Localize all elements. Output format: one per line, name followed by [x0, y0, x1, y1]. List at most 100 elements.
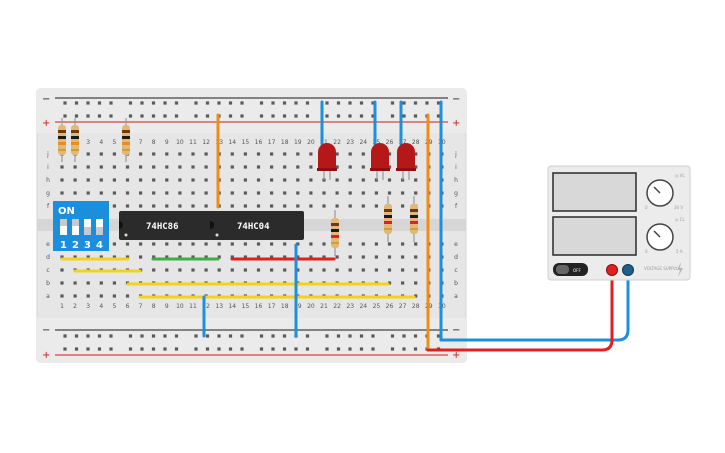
- breadboard-hole[interactable]: [217, 242, 221, 246]
- breadboard-hole[interactable]: [335, 165, 339, 169]
- led-red[interactable]: [317, 143, 337, 180]
- breadboard-hole[interactable]: [371, 334, 375, 338]
- breadboard-hole[interactable]: [413, 101, 418, 105]
- breadboard-hole[interactable]: [309, 152, 313, 156]
- breadboard-hole[interactable]: [86, 294, 90, 298]
- breadboard-hole[interactable]: [204, 165, 208, 169]
- breadboard-hole[interactable]: [296, 165, 300, 169]
- breadboard-hole[interactable]: [60, 268, 64, 272]
- breadboard-hole[interactable]: [99, 165, 103, 169]
- breadboard-hole[interactable]: [374, 255, 378, 259]
- breadboard-hole[interactable]: [165, 242, 169, 246]
- breadboard-hole[interactable]: [140, 114, 144, 118]
- led-red[interactable]: [370, 143, 390, 180]
- lead-positive[interactable]: [426, 270, 614, 352]
- breadboard-hole[interactable]: [387, 152, 392, 156]
- breadboard-hole[interactable]: [228, 114, 233, 118]
- breadboard-hole[interactable]: [205, 114, 210, 118]
- breadboard-hole[interactable]: [243, 165, 247, 169]
- breadboard-hole[interactable]: [374, 268, 378, 272]
- breadboard-hole[interactable]: [217, 268, 221, 272]
- breadboard-hole[interactable]: [139, 255, 143, 259]
- lead-negative[interactable]: [439, 270, 630, 342]
- breadboard-hole[interactable]: [165, 152, 169, 156]
- breadboard-hole[interactable]: [86, 191, 90, 195]
- breadboard-hole[interactable]: [165, 191, 169, 195]
- dip-toggle-1[interactable]: [60, 219, 67, 235]
- breadboard-hole[interactable]: [165, 255, 169, 259]
- breadboard-hole[interactable]: [112, 165, 116, 169]
- breadboard-hole[interactable]: [163, 347, 167, 351]
- breadboard-hole[interactable]: [174, 101, 179, 105]
- breadboard-hole[interactable]: [178, 204, 182, 208]
- breadboard-hole[interactable]: [178, 152, 182, 156]
- breadboard-hole[interactable]: [283, 165, 287, 169]
- breadboard-hole[interactable]: [414, 242, 418, 246]
- breadboard-hole[interactable]: [152, 152, 156, 156]
- breadboard-hole[interactable]: [191, 242, 195, 246]
- breadboard-hole[interactable]: [335, 255, 339, 259]
- breadboard-hole[interactable]: [390, 101, 395, 105]
- breadboard-hole[interactable]: [178, 178, 182, 182]
- breadboard-hole[interactable]: [152, 178, 156, 182]
- breadboard-hole[interactable]: [361, 242, 365, 246]
- breadboard-hole[interactable]: [109, 101, 113, 105]
- breadboard-hole[interactable]: [390, 347, 395, 351]
- power-switch[interactable]: OFF: [553, 263, 588, 276]
- breadboard-hole[interactable]: [74, 334, 79, 338]
- breadboard-hole[interactable]: [335, 152, 339, 156]
- breadboard-hole[interactable]: [139, 242, 143, 246]
- breadboard-hole[interactable]: [152, 268, 156, 272]
- breadboard-hole[interactable]: [414, 178, 418, 182]
- breadboard-hole[interactable]: [97, 347, 102, 351]
- breadboard-hole[interactable]: [283, 191, 287, 195]
- breadboard-hole[interactable]: [283, 178, 287, 182]
- breadboard-hole[interactable]: [270, 178, 274, 182]
- breadboard-hole[interactable]: [194, 114, 198, 118]
- breadboard-hole[interactable]: [240, 334, 244, 338]
- breadboard-hole[interactable]: [204, 268, 208, 272]
- breadboard-hole[interactable]: [436, 334, 441, 338]
- breadboard-hole[interactable]: [256, 204, 261, 208]
- breadboard-hole[interactable]: [271, 347, 275, 351]
- breadboard-hole[interactable]: [204, 204, 208, 208]
- breadboard-hole[interactable]: [374, 242, 378, 246]
- breadboard-hole[interactable]: [296, 152, 300, 156]
- breadboard-hole[interactable]: [140, 334, 144, 338]
- breadboard-hole[interactable]: [194, 101, 198, 105]
- breadboard-hole[interactable]: [152, 204, 156, 208]
- breadboard-hole[interactable]: [401, 268, 405, 272]
- breadboard-hole[interactable]: [348, 347, 352, 351]
- breadboard-hole[interactable]: [283, 255, 287, 259]
- breadboard-hole[interactable]: [256, 255, 261, 259]
- breadboard-hole[interactable]: [325, 114, 329, 118]
- breadboard-hole[interactable]: [191, 204, 195, 208]
- breadboard-hole[interactable]: [204, 255, 208, 259]
- breadboard-hole[interactable]: [139, 204, 143, 208]
- breadboard-hole[interactable]: [359, 114, 364, 118]
- breadboard-hole[interactable]: [205, 334, 210, 338]
- breadboard-hole[interactable]: [99, 152, 103, 156]
- breadboard-hole[interactable]: [348, 178, 352, 182]
- breadboard-hole[interactable]: [243, 152, 247, 156]
- breadboard-hole[interactable]: [74, 101, 79, 105]
- breadboard-hole[interactable]: [230, 178, 234, 182]
- breadboard-hole[interactable]: [230, 152, 234, 156]
- breadboard-hole[interactable]: [73, 294, 77, 298]
- breadboard-hole[interactable]: [86, 165, 90, 169]
- breadboard-hole[interactable]: [270, 165, 274, 169]
- breadboard-hole[interactable]: [256, 191, 261, 195]
- breadboard-hole[interactable]: [240, 114, 244, 118]
- breadboard-hole[interactable]: [325, 101, 329, 105]
- breadboard-hole[interactable]: [112, 255, 116, 259]
- breadboard-hole[interactable]: [414, 191, 418, 195]
- breadboard-hole[interactable]: [86, 347, 90, 351]
- breadboard-hole[interactable]: [309, 204, 313, 208]
- breadboard-hole[interactable]: [348, 204, 352, 208]
- breadboard-hole[interactable]: [413, 347, 418, 351]
- breadboard-hole[interactable]: [74, 114, 79, 118]
- breadboard-hole[interactable]: [99, 255, 103, 259]
- breadboard-hole[interactable]: [425, 101, 429, 105]
- breadboard-hole[interactable]: [60, 294, 64, 298]
- breadboard-hole[interactable]: [296, 242, 300, 246]
